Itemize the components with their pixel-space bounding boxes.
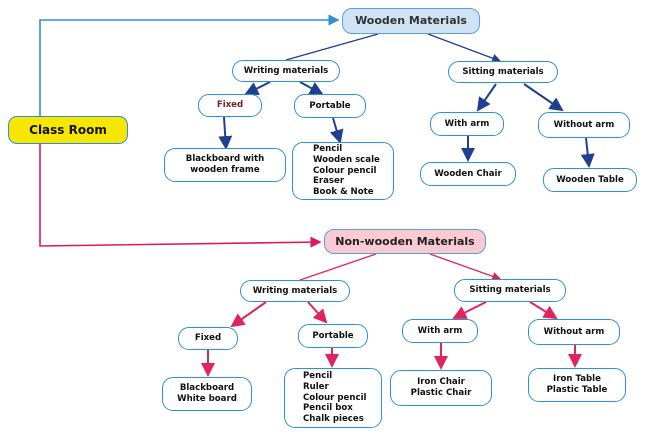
wooden-portable-item-3: Eraser	[313, 176, 345, 187]
nonwooden-witharm-item-0: Iron Chair	[417, 377, 465, 388]
nonwooden-portable-item-4: Chalk pieces	[303, 414, 364, 425]
nonwooden-portable-label: Portable	[312, 330, 354, 341]
portable-to-list-arrow	[329, 117, 344, 144]
wooden-writing-node: Writing materials	[232, 60, 340, 82]
sitting-to-withoutarm-arrow	[523, 83, 564, 112]
wooden-chair-label: Wooden Chair	[434, 168, 502, 179]
nonwooden-portable-item-3: Pencil box	[303, 403, 353, 414]
writing-to-portable-arrow	[299, 81, 324, 95]
wooden-chair-node: Wooden Chair	[420, 162, 516, 186]
sitting-to-witharm-arrow	[476, 83, 497, 112]
wooden-fixed-label: Fixed	[216, 100, 244, 111]
wooden-to-writing-line	[285, 33, 379, 61]
root-to-wooden-connector	[39, 14, 340, 118]
nonwooden-portable-item-1: Ruler	[303, 381, 329, 392]
writing-to-fixed-arrow	[244, 81, 271, 95]
nw-writing-to-fixed-arrow	[230, 301, 267, 328]
wooden-portable-item-2: Colour pencil	[313, 165, 377, 176]
nonwooden-fixed-item-0: Blackboard	[179, 383, 235, 394]
nonwooden-sitting-label: Sitting materials	[469, 285, 551, 296]
nonwooden-withoutarm-label: Without arm	[543, 326, 605, 337]
nonwooden-materials-node: Non-wooden Materials	[324, 229, 486, 254]
wooden-to-sitting-line	[427, 33, 502, 63]
wooden-writing-label: Writing materials	[243, 65, 329, 76]
nonwooden-withoutarm-item-1: Plastic Table	[546, 385, 608, 395]
nonwooden-materials-label: Non-wooden Materials	[335, 234, 475, 248]
wooden-witharm-label: With arm	[444, 118, 490, 129]
nonwooden-tables-node: Iron Table Plastic Table	[528, 368, 626, 402]
nonwooden-fixed-label: Fixed	[194, 333, 222, 344]
nonwooden-chairs-node: Iron Chair Plastic Chair	[390, 370, 492, 406]
wooden-fixed-item-1: wooden frame	[190, 165, 260, 175]
wooden-fixed-node: Fixed	[198, 94, 262, 117]
nonwooden-witharm-item-1: Plastic Chair	[410, 388, 472, 398]
wooden-sitting-node: Sitting materials	[448, 61, 558, 83]
wooden-portable-label: Portable	[309, 100, 351, 111]
nw-writing-to-portable-arrow	[307, 301, 328, 324]
nonwooden-portable-item-2: Colour pencil	[303, 392, 367, 403]
wooden-portable-node: Portable	[294, 94, 366, 118]
wooden-portable-list-node: Pencil Wooden scale Colour pencil Eraser…	[292, 142, 394, 200]
wooden-blackboard-node: Blackboard with wooden frame	[164, 148, 286, 182]
nonwooden-witharm-label: With arm	[417, 325, 463, 336]
nonwooden-to-writing-line	[299, 253, 377, 281]
wooden-witharm-node: With arm	[430, 112, 504, 136]
wooden-materials-label: Wooden Materials	[355, 14, 467, 28]
nonwooden-blackboard-node: Blackboard White board	[162, 377, 252, 411]
wooden-withoutarm-node: Without arm	[538, 112, 630, 138]
fixed-to-blackboard-arrow	[218, 116, 233, 150]
wooden-withoutarm-label: Without arm	[553, 119, 615, 130]
wooden-sitting-label: Sitting materials	[462, 66, 544, 77]
nonwooden-withoutarm-node: Without arm	[528, 319, 620, 345]
wooden-table-node: Wooden Table	[543, 168, 637, 192]
wooden-portable-item-4: Book & Note	[313, 187, 374, 198]
wooden-table-label: Wooden Table	[556, 174, 624, 185]
root-node: Class Room	[8, 116, 128, 144]
nonwooden-portable-node: Portable	[298, 324, 368, 348]
wooden-portable-item-1: Wooden scale	[313, 154, 380, 165]
nw-sitting-to-witharm-arrow	[452, 301, 487, 319]
nonwooden-witharm-node: With arm	[402, 319, 478, 343]
nonwooden-portable-item-0: Pencil	[303, 371, 333, 382]
nw-sitting-to-withoutarm-arrow	[529, 301, 558, 320]
withoutarm-to-table-arrow	[580, 137, 595, 168]
nonwooden-writing-node: Writing materials	[240, 280, 350, 302]
wooden-fixed-item-0: Blackboard with	[185, 154, 265, 165]
nonwooden-fixed-node: Fixed	[178, 327, 238, 350]
nonwooden-portable-list-node: Pencil Ruler Colour pencil Pencil box Ch…	[284, 368, 382, 428]
nonwooden-withoutarm-item-0: Iron Table	[553, 374, 601, 385]
root-label: Class Room	[29, 122, 107, 137]
nonwooden-fixed-item-1: White board	[177, 394, 237, 404]
nonwooden-sitting-node: Sitting materials	[454, 279, 566, 302]
nonwooden-to-sitting-line	[429, 253, 502, 281]
nonwooden-writing-label: Writing materials	[252, 285, 338, 296]
wooden-materials-node: Wooden Materials	[342, 8, 480, 34]
root-to-nonwooden-connector	[39, 140, 322, 248]
wooden-portable-item-0: Pencil	[313, 144, 343, 155]
